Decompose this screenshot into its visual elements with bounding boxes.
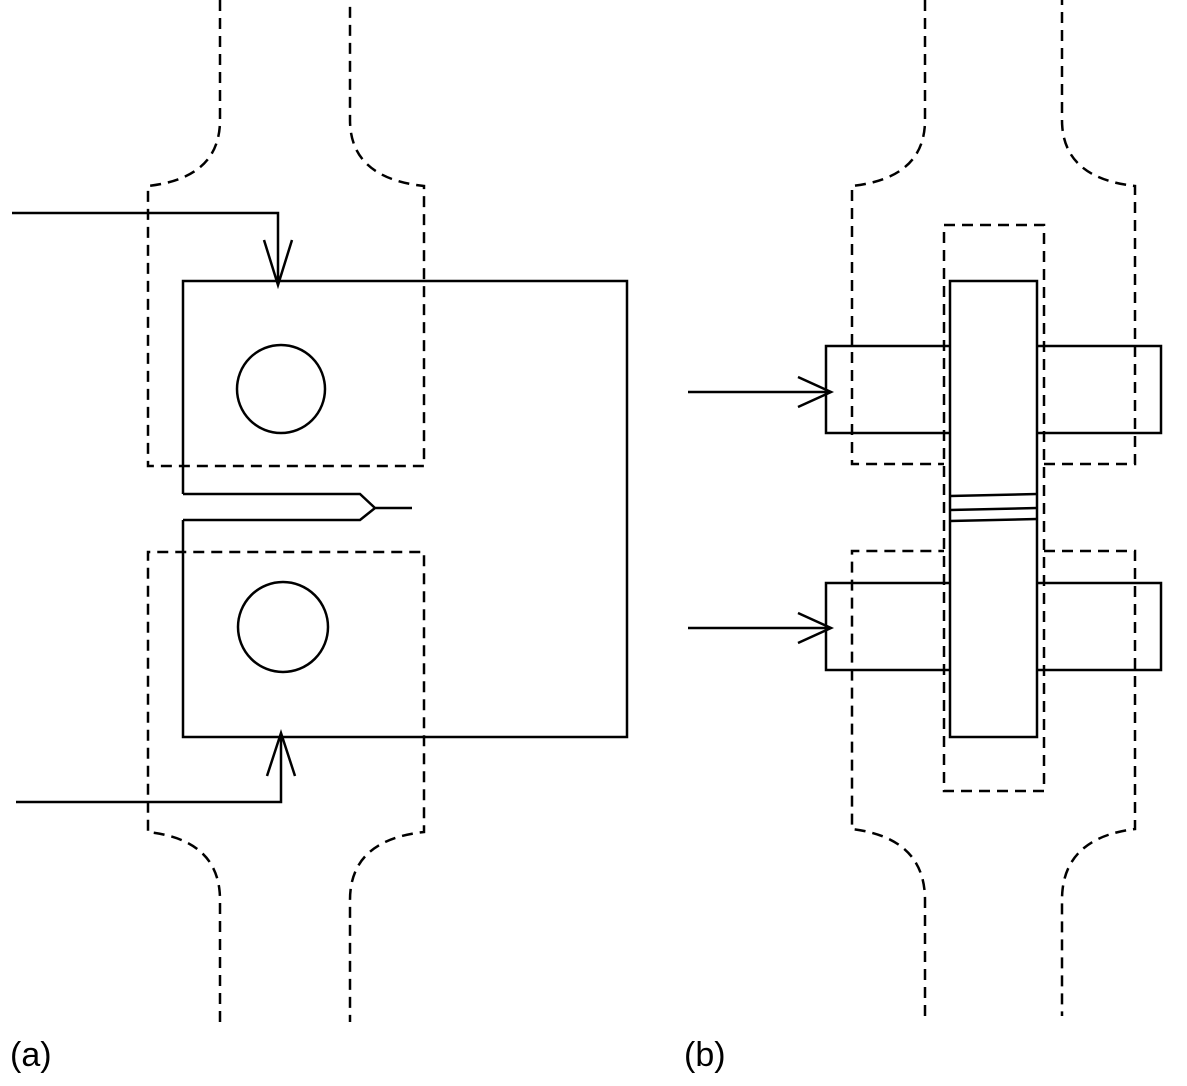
upper-side-load-arrow <box>688 375 835 409</box>
specimen-envelope <box>942 223 1046 793</box>
lower-pin-hole <box>236 580 330 674</box>
panel-b-label: (b) <box>684 1036 726 1074</box>
panel-a-front-view <box>12 0 629 1022</box>
panel-a-label: (a) <box>10 1036 52 1074</box>
notch-lines <box>949 492 1038 523</box>
upper-grip-outline <box>146 0 426 468</box>
panel-b-side-view <box>688 0 1163 1016</box>
upper-load-arrow <box>12 211 294 290</box>
upper-clevis-outline <box>850 0 1137 466</box>
lower-load-arrow <box>16 728 297 804</box>
lower-side-load-arrow <box>688 611 835 645</box>
specimen-outline <box>181 279 629 739</box>
lower-grip-outline <box>146 550 426 1022</box>
machined-notch <box>183 492 412 522</box>
upper-pin-hole <box>235 343 327 435</box>
lower-clevis-outline <box>850 549 1137 1016</box>
